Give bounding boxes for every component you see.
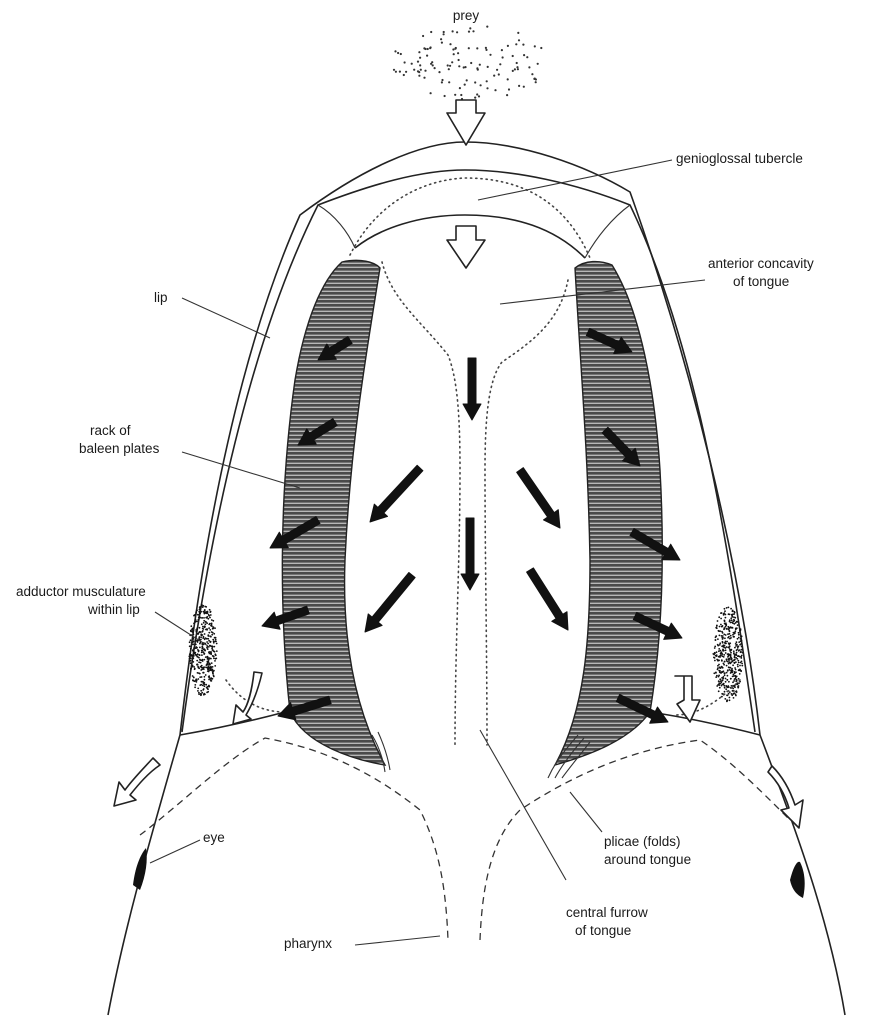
flow-arrow-center-1 — [463, 358, 481, 420]
leader-pharynx — [355, 936, 440, 945]
label-plicae-1: plicae (folds) — [604, 834, 681, 849]
flow-arrow-left-1 — [370, 465, 423, 522]
leader-plicae — [570, 792, 602, 832]
leader-central-furrow — [480, 730, 566, 880]
leader-lip — [182, 298, 270, 338]
eye-left — [133, 848, 147, 890]
label-rack-2: baleen plates — [79, 441, 160, 456]
label-anterior-concavity-2: of tongue — [733, 274, 789, 289]
adductor-musculature-left — [188, 604, 217, 696]
flow-arrow-right-2 — [527, 568, 568, 630]
label-genioglossal-tubercle: genioglossal tubercle — [676, 151, 803, 166]
outflow-arrow-left-inner — [233, 672, 262, 724]
label-lip: lip — [154, 290, 168, 305]
eye-right — [790, 862, 805, 898]
flow-arrow-center-2 — [461, 518, 479, 590]
lip-base-right — [650, 712, 760, 735]
leader-rack — [182, 452, 300, 488]
label-plicae-2: around tongue — [604, 852, 691, 867]
label-anterior-concavity-1: anterior concavity — [708, 256, 814, 271]
inflow-arrow — [447, 226, 485, 268]
outflow-arrow-left-outer — [114, 758, 160, 806]
tongue-concavity-outline — [382, 262, 460, 745]
gum-right — [585, 205, 630, 258]
label-rack-1: rack of — [90, 423, 131, 438]
gum-left — [318, 205, 355, 248]
label-adductor-2: within lip — [87, 602, 140, 617]
label-eye: eye — [203, 830, 225, 845]
label-prey: prey — [453, 8, 480, 23]
pharynx-outline-left — [140, 738, 448, 940]
baleen-rack-left — [282, 260, 385, 765]
outflow-arrow-right-outer — [768, 766, 803, 828]
label-central-furrow-2: of tongue — [575, 923, 631, 938]
prey-particles — [393, 26, 543, 101]
flow-arrow-left-2 — [365, 573, 415, 633]
flow-arrow-right-1 — [517, 468, 560, 528]
label-adductor-1: adductor musculature — [16, 584, 146, 599]
leader-eye — [150, 840, 200, 863]
label-pharynx: pharynx — [284, 936, 332, 951]
label-central-furrow-1: central furrow — [566, 905, 648, 920]
prey-entry-arrow — [447, 100, 485, 145]
